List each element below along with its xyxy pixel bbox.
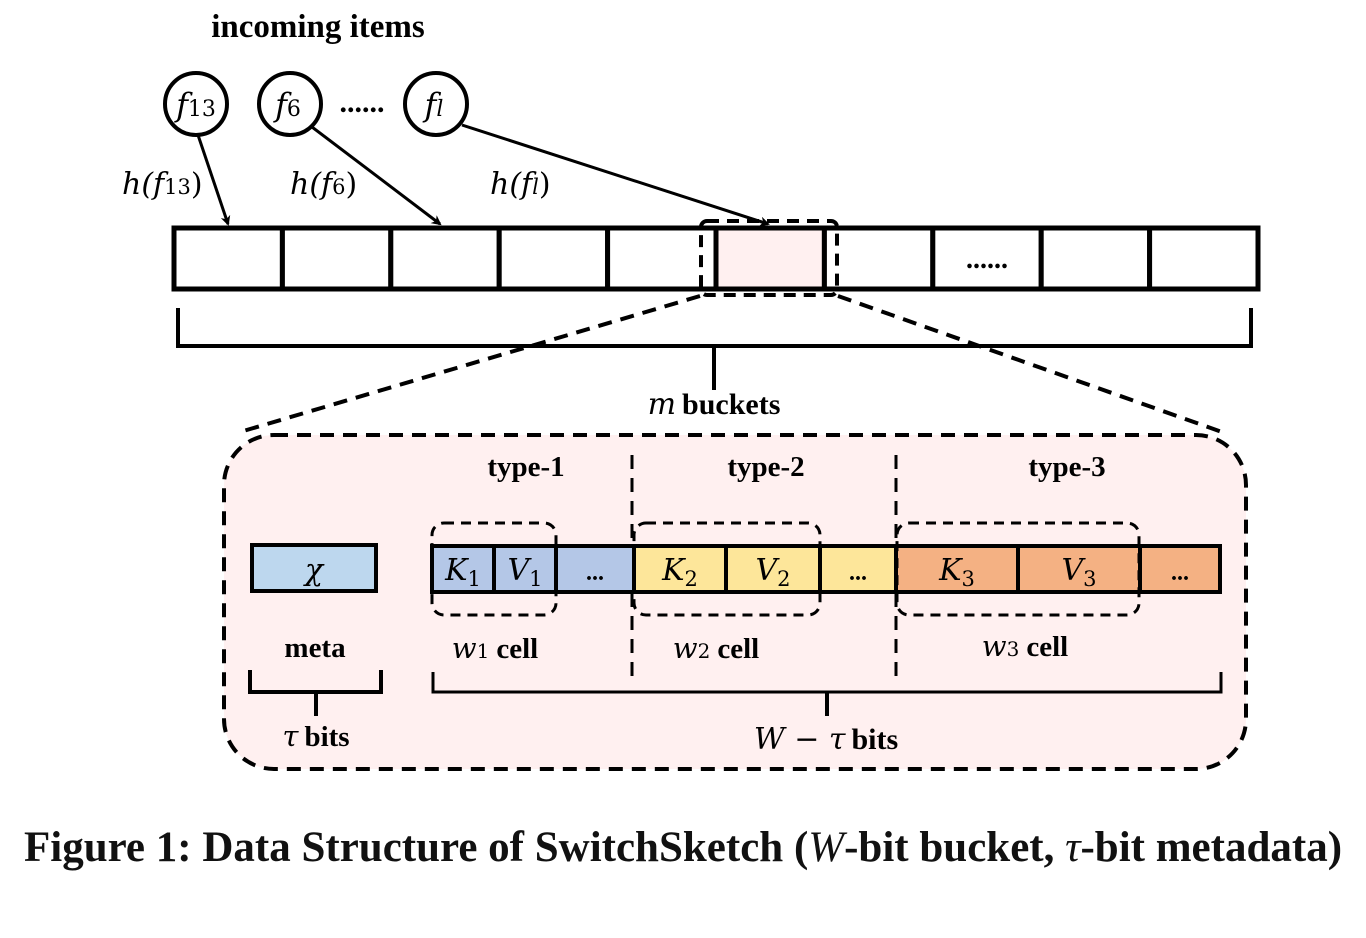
type-3-label: type-3 xyxy=(1028,451,1105,483)
items-ellipsis: ...... xyxy=(340,86,385,119)
type-3-value-cell xyxy=(1016,544,1142,594)
figure-caption: Figure 1: Data Structure of SwitchSketch… xyxy=(24,824,1343,871)
remaining-bits-brace xyxy=(431,672,1223,716)
type-1-cell-frame xyxy=(430,521,558,617)
type-2-key-label: K2 xyxy=(661,553,698,591)
type-1-val-label: V1 xyxy=(507,553,542,591)
bucket xyxy=(496,225,611,292)
hash-arrow-f13 xyxy=(196,134,231,226)
type-2-val-label: V2 xyxy=(755,553,790,591)
type-3-ell-label: ... xyxy=(1171,560,1189,586)
type-1-label: type-1 xyxy=(487,451,564,483)
meta-field: χ xyxy=(250,543,378,593)
type-3-more-cell xyxy=(1138,544,1222,594)
zoom-line-left xyxy=(239,294,701,434)
bucket xyxy=(930,225,1044,292)
type-2-value-cell xyxy=(724,544,822,594)
selected-bucket-frame xyxy=(699,219,839,297)
bucket xyxy=(1147,225,1261,292)
m-buckets-brace xyxy=(176,308,1253,390)
bucket xyxy=(279,225,394,292)
item-node-f6: f6 xyxy=(257,71,323,137)
type-3-key-cell xyxy=(894,544,1020,594)
bucket xyxy=(605,225,719,292)
type-3-val-label: V3 xyxy=(1061,553,1096,591)
bucket xyxy=(1038,225,1153,292)
hash-label-f6: h(f6) xyxy=(290,167,357,202)
cell-strip: K1 V1... K2 V2... K3 V3... xyxy=(430,544,1222,594)
hash-arrow-f6 xyxy=(311,125,442,226)
hash-label-fl: h(fl) xyxy=(490,167,551,202)
meta-symbol: χ xyxy=(303,553,325,588)
bucket xyxy=(388,225,502,292)
type-3-key-label: K3 xyxy=(938,553,975,591)
hash-label-f13: h(f13) xyxy=(122,167,203,202)
type-2-label: type-2 xyxy=(727,451,804,483)
type-2-ell-label: ... xyxy=(849,560,867,586)
type-1-key-label: K1 xyxy=(444,553,481,591)
item-node-f13: f13 xyxy=(163,71,229,137)
bucket xyxy=(821,225,936,292)
bucket xyxy=(171,225,285,292)
type-2-cell-frame xyxy=(632,521,822,617)
bucket-detail-panel xyxy=(222,433,1248,771)
hash-arrow-fl xyxy=(461,123,770,227)
incoming-items-label: incoming items xyxy=(211,9,425,45)
bucket-highlighted xyxy=(713,225,827,292)
bucket-array: ...... xyxy=(171,225,1261,292)
tau-bits-brace xyxy=(248,670,383,716)
type-1-ell-label: ... xyxy=(586,560,604,586)
bucket-ellipsis: ...... xyxy=(966,244,1008,275)
zoom-line-right xyxy=(837,294,1223,434)
item-node-fl: fl xyxy=(403,71,469,137)
meta-label: meta xyxy=(284,632,346,664)
type-3-cell-frame xyxy=(895,521,1141,617)
